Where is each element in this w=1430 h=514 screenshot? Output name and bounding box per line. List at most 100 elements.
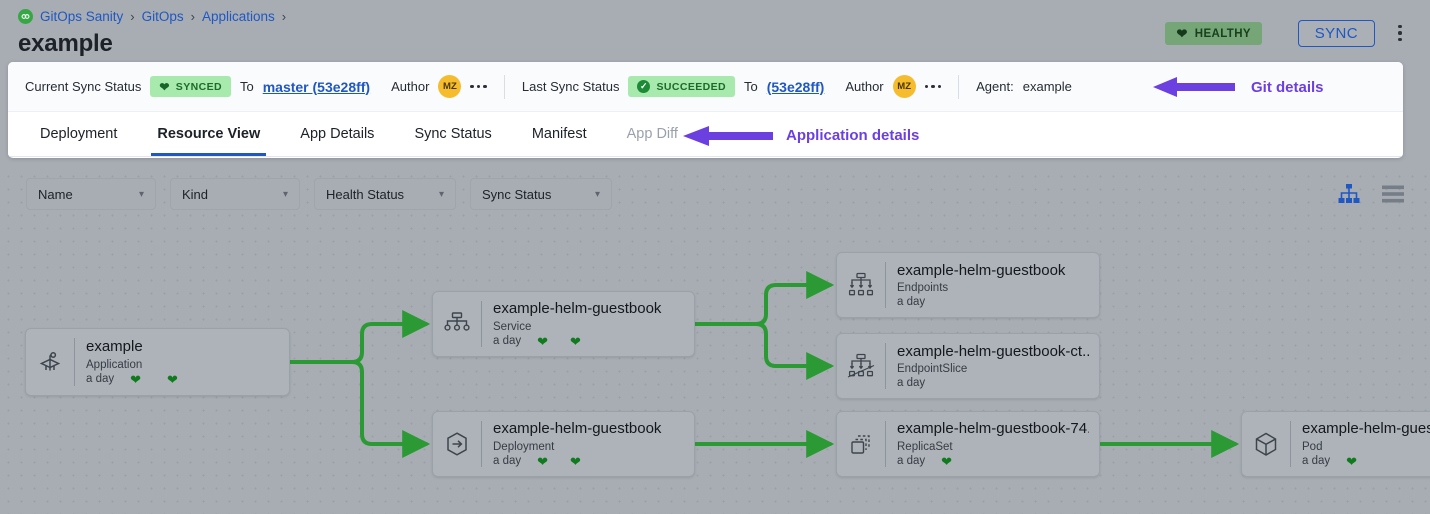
graph-node-endpoints[interactable]: example-helm-guestbook Endpoints a day — [836, 252, 1100, 318]
tab-manifest[interactable]: Manifest — [531, 126, 587, 142]
node-age: a day — [493, 455, 522, 468]
breadcrumb-separator: › — [281, 9, 287, 24]
health-heart-icon: ❤ — [537, 333, 549, 349]
tab-app-diff[interactable]: App Diff — [626, 126, 678, 142]
divider — [503, 74, 505, 99]
divider — [1290, 421, 1291, 467]
deployment-icon — [433, 412, 481, 476]
status-badge-synced: ❤ SYNCED — [150, 76, 231, 97]
current-to-label: To — [239, 79, 254, 94]
agent-label: Agent: — [976, 79, 1014, 94]
tab-sync-status[interactable]: Sync Status — [414, 126, 492, 142]
pod-icon — [1242, 412, 1290, 476]
breadcrumb-item-applications[interactable]: Applications — [201, 9, 275, 24]
health-heart-icon: ❤ — [941, 453, 953, 469]
current-sync-more-icon[interactable] — [470, 84, 487, 89]
list-view-icon[interactable] — [1382, 184, 1404, 204]
node-name: example-helm-guestbook — [493, 420, 662, 438]
argo-application-icon — [26, 329, 74, 395]
health-heart-icon: ❤ — [537, 453, 549, 469]
node-age: a day — [897, 455, 926, 468]
node-name: example-helm-guestbook-ct... — [897, 342, 1089, 360]
status-badge-succeeded: ✓ SUCCEEDED — [628, 76, 735, 97]
last-sync-more-icon[interactable] — [924, 84, 942, 89]
node-name: example-helm-guest — [1302, 420, 1430, 438]
graph-node-pod[interactable]: example-helm-guest Pod a day ❤ — [1241, 411, 1430, 477]
page-header: GitOps Sanity › GitOps › Applications › … — [0, 0, 1430, 62]
last-sync-status-group: Last Sync Status ✓ SUCCEEDED To (53e28ff… — [515, 75, 948, 98]
tab-resource-view[interactable]: Resource View — [137, 112, 280, 156]
avatar[interactable]: MZ — [438, 75, 462, 98]
divider — [885, 262, 886, 308]
filter-health-status[interactable]: Health Status ▾ — [314, 178, 456, 210]
synced-pill-label: SYNCED — [175, 80, 222, 93]
divider — [74, 338, 75, 386]
agent-value: example — [1022, 79, 1072, 94]
divider — [481, 301, 482, 347]
more-options-icon[interactable] — [1392, 22, 1408, 44]
filter-kind[interactable]: Kind ▾ — [170, 178, 300, 210]
breadcrumb: GitOps Sanity › GitOps › Applications › — [18, 9, 286, 24]
resource-graph-canvas[interactable]: Name ▾ Kind ▾ Health Status ▾ Sync Statu… — [0, 168, 1430, 514]
filter-name[interactable]: Name ▾ — [26, 178, 156, 210]
node-name: example-helm-guestbook — [897, 261, 1066, 279]
page-title: example — [18, 30, 113, 57]
avatar[interactable]: MZ — [892, 75, 916, 98]
filter-sync-status[interactable]: Sync Status ▾ — [470, 178, 612, 210]
filter-name-label: Name — [38, 186, 73, 202]
application-details-annotation-arrow — [683, 126, 773, 146]
graph-node-application[interactable]: example Application a day ❤ ❤ — [25, 328, 290, 396]
node-kind: Service — [493, 320, 532, 333]
node-kind: Application — [86, 358, 143, 371]
filter-bar: Name ▾ Kind ▾ Health Status ▾ Sync Statu… — [26, 178, 612, 210]
graph-node-replicaset[interactable]: example-helm-guestbook-74... ReplicaSet … — [836, 411, 1100, 477]
view-toggle-group — [1338, 184, 1404, 204]
graph-node-endpointslice[interactable]: example-helm-guestbook-ct... EndpointSli… — [836, 333, 1100, 399]
last-sync-status-label: Last Sync Status — [521, 79, 620, 94]
breadcrumb-item-gitops-sanity[interactable]: GitOps Sanity — [40, 9, 124, 24]
node-kind: ReplicaSet — [897, 440, 953, 453]
application-details-annotation-label: Application details — [786, 127, 920, 144]
current-revision-link[interactable]: master (53e28ff) — [262, 78, 371, 95]
divider — [885, 421, 886, 467]
succeeded-pill-label: SUCCEEDED — [656, 80, 726, 93]
breadcrumb-item-gitops[interactable]: GitOps — [141, 9, 184, 24]
tab-bar: Deployment Resource View App Details Syn… — [8, 112, 1403, 157]
last-author-label: Author — [845, 79, 884, 94]
graph-node-deployment[interactable]: example-helm-guestbook Deployment a day … — [432, 411, 695, 477]
sync-heart-icon: ❤ — [570, 453, 581, 469]
current-sync-status-group: Current Sync Status ❤ SYNCED To master (… — [18, 75, 494, 98]
sync-button[interactable]: SYNC — [1297, 20, 1375, 47]
node-kind: EndpointSlice — [897, 363, 968, 376]
divider — [958, 74, 960, 99]
breadcrumb-separator: › — [190, 9, 195, 24]
breadcrumb-separator: › — [130, 9, 135, 24]
node-kind: Endpoints — [897, 282, 949, 295]
node-age: a day — [897, 377, 926, 390]
tab-deployment[interactable]: Deployment — [40, 126, 118, 142]
node-kind: Pod — [1302, 440, 1323, 453]
divider — [885, 343, 886, 389]
gitops-logo-icon — [18, 9, 33, 24]
git-details-annotation-label: Git details — [1251, 79, 1324, 96]
health-heart-icon: ❤ — [1346, 453, 1358, 469]
node-kind: Deployment — [493, 440, 555, 453]
node-age: a day — [1302, 455, 1331, 468]
chevron-down-icon: ▾ — [138, 188, 144, 200]
tree-view-icon[interactable] — [1338, 184, 1360, 204]
graph-node-service[interactable]: example-helm-guestbook Service a day ❤ ❤ — [432, 291, 695, 357]
last-revision-link[interactable]: (53e28ff) — [766, 78, 825, 95]
application-summary-panel: Current Sync Status ❤ SYNCED To master (… — [8, 62, 1403, 158]
heart-icon: ❤ — [159, 79, 170, 94]
filter-kind-label: Kind — [182, 186, 209, 202]
node-name: example-helm-guestbook — [493, 300, 662, 318]
endpointslice-icon — [837, 334, 885, 398]
chevron-down-icon: ▾ — [438, 188, 444, 200]
last-to-label: To — [744, 79, 758, 94]
tab-app-details[interactable]: App Details — [300, 126, 375, 142]
health-badge-label: HEALTHY — [1194, 27, 1251, 40]
node-name: example — [86, 338, 143, 356]
divider — [481, 421, 482, 467]
agent-group: Agent: example — [969, 79, 1079, 94]
node-name: example-helm-guestbook-74... — [897, 420, 1089, 438]
